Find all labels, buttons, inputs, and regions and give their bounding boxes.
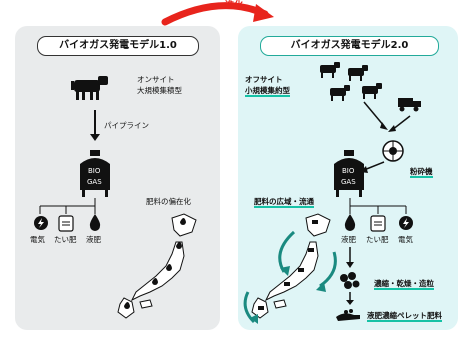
pellet-label: 液肥濃縮ペレット肥料 xyxy=(367,311,442,322)
electricity-icon-right xyxy=(399,216,413,230)
collection-arrows xyxy=(363,101,411,132)
biogas-tank-icon xyxy=(80,150,110,197)
pellet-hand-icon xyxy=(336,309,360,321)
crusher-label: 粉砕機 xyxy=(410,167,433,178)
liquid-fertilizer-drop-icon xyxy=(89,214,101,231)
output-branch-lines-right xyxy=(349,198,407,214)
electricity-icon xyxy=(34,216,48,230)
bio-label-right: BIO xyxy=(342,167,355,175)
biogas-tank-icon xyxy=(334,150,364,197)
output-compost-label: たい肥 xyxy=(54,235,77,244)
process-arrow xyxy=(346,247,354,268)
cow-icon xyxy=(71,76,108,100)
process-label: 濃縮・乾燥・造粒 xyxy=(374,279,434,290)
pellet-arrow xyxy=(346,292,354,305)
output-compost-label-right: たい肥 xyxy=(366,235,389,244)
model-1-panel xyxy=(15,26,220,330)
cattle-group-icon xyxy=(320,62,382,101)
truck-icon xyxy=(398,98,421,112)
granules-icon xyxy=(340,272,360,289)
output-liquid-label-right: 液肥 xyxy=(341,235,356,244)
gas-label: GAS xyxy=(87,178,102,186)
distribution-label: 肥料の広域・流通 xyxy=(254,197,314,208)
japan-map-right xyxy=(243,213,337,324)
pipeline-label: パイプライン xyxy=(104,121,149,130)
crusher-icon xyxy=(382,140,404,162)
evolution-arrow xyxy=(161,2,274,26)
offsite-type-label: 小規模集約型 xyxy=(245,86,290,97)
model-1-title: バイオガス発電モデル1.0 xyxy=(37,36,199,56)
compost-bag-icon xyxy=(58,215,74,232)
model-2-title: バイオガス発電モデル2.0 xyxy=(260,36,439,56)
bio-label: BIO xyxy=(88,167,101,175)
offsite-label: オフサイト xyxy=(245,75,283,84)
output-branch-lines xyxy=(39,198,96,214)
onsite-type-label: 大規模集積型 xyxy=(137,86,182,95)
uneven-distribution-label: 肥料の偏在化 xyxy=(146,197,191,206)
arrow-label: 進化 xyxy=(225,1,244,11)
output-electricity-label: 電気 xyxy=(30,235,45,244)
liquid-fertilizer-drop-icon-right xyxy=(344,214,356,231)
output-electricity-label-right: 電気 xyxy=(398,235,413,244)
onsite-label: オンサイト xyxy=(137,75,175,84)
japan-map-left xyxy=(117,213,197,319)
output-liquid-label: 液肥 xyxy=(86,235,101,244)
compost-bag-icon-right xyxy=(370,215,386,232)
pipeline-arrow xyxy=(90,110,100,141)
gas-label-right: GAS xyxy=(341,178,356,186)
